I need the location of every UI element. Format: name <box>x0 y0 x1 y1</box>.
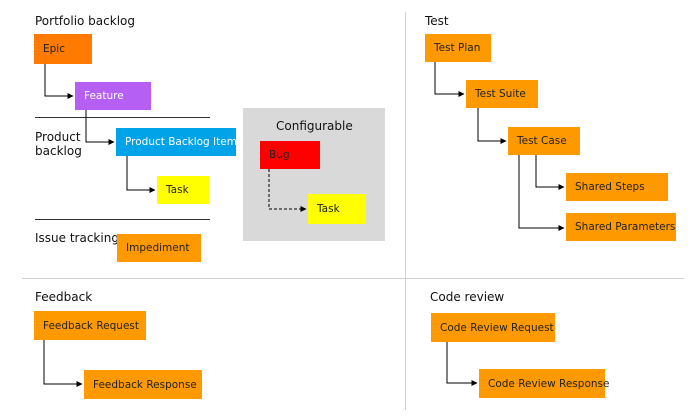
vertical-separator <box>405 12 406 410</box>
shared-steps-box: Shared Steps <box>566 173 668 201</box>
section-portfolio-backlog: Portfolio backlog <box>35 14 135 28</box>
connector-feature-pbi <box>85 110 115 145</box>
feedback-response-box: Feedback Response <box>84 370 202 399</box>
horizontal-separator <box>22 278 684 279</box>
product-backlog-item-box: Product Backlog Item <box>116 128 237 156</box>
configurable-task-box: Task <box>308 194 366 224</box>
test-case-box: Test Case <box>508 127 580 155</box>
feedback-request-box: Feedback Request <box>34 311 146 340</box>
code-review-request-box: Code Review Request <box>431 313 555 342</box>
shared-parameters-box: Shared Parameters <box>566 213 676 241</box>
connector-testcase-sharedsteps <box>535 155 565 190</box>
feature-box: Feature <box>75 82 151 110</box>
code-review-response-box: Code Review Response <box>479 369 609 398</box>
connector-testsuite-testcase <box>477 108 507 144</box>
configurable-label: Configurable <box>276 119 353 133</box>
connector-testplan-testsuite <box>434 62 465 97</box>
connector-testcase-sharedparams <box>518 155 565 231</box>
impediment-box: Impediment <box>117 234 201 262</box>
connector-epic-feature <box>44 64 74 99</box>
bug-box: Bug <box>260 141 320 169</box>
connector-codereview <box>446 342 478 386</box>
task-box: Task <box>157 176 209 204</box>
section-code-review: Code review <box>430 290 505 304</box>
connector-pbi-task <box>126 156 156 193</box>
connector-feedback <box>43 340 83 387</box>
product-issue-divider <box>35 219 210 220</box>
connector-bug-task <box>268 169 307 212</box>
section-product-backlog-line2: backlog <box>35 144 82 158</box>
section-test: Test <box>425 14 449 28</box>
epic-box: Epic <box>34 34 92 64</box>
section-product-backlog-line1: Product <box>35 130 81 144</box>
section-issue-tracking: Issue tracking <box>35 231 119 245</box>
portfolio-product-divider <box>35 117 210 118</box>
test-plan-box: Test Plan <box>425 34 491 62</box>
test-suite-box: Test Suite <box>466 80 538 108</box>
section-feedback: Feedback <box>35 290 93 304</box>
